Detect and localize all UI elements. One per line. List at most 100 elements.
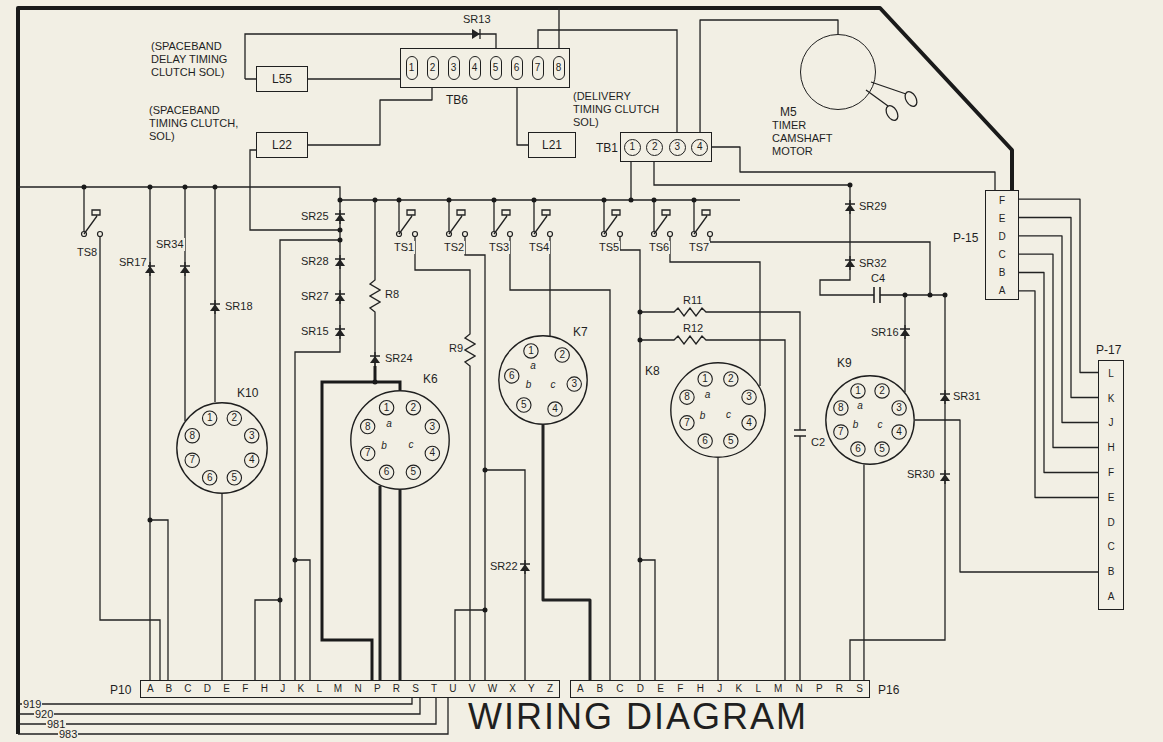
part-label: SR27: [300, 290, 330, 303]
diode-symbol: [335, 290, 345, 304]
pin-number: 4: [891, 425, 907, 439]
part-label: SR24: [384, 352, 414, 365]
relay-outline: [670, 362, 766, 458]
switch-symbol: [602, 208, 623, 238]
part-name: P-15: [952, 231, 979, 245]
pin-ring: [892, 401, 906, 415]
connector-plug: P-15FEDCBA: [985, 190, 1019, 300]
part-name: P-17: [1095, 343, 1122, 357]
pin-number: 8: [679, 390, 695, 404]
part-name: P16: [877, 683, 900, 697]
pin-ring: [834, 425, 848, 439]
terminal-number: 1: [406, 56, 418, 80]
diode-symbol: [900, 325, 910, 339]
connector-plug: P-17LKJHFEDCBA: [1098, 360, 1124, 610]
relay-ring: [351, 391, 449, 489]
relay-ring: [826, 376, 914, 464]
pin-letter: B: [1108, 566, 1115, 577]
terminal-number: 6: [511, 56, 523, 80]
pin-ring: [227, 471, 241, 485]
part-label: TS7: [688, 241, 710, 254]
pin-number: 2: [226, 411, 242, 425]
wire: [1019, 273, 1098, 473]
motor-cam: [884, 104, 901, 123]
pin-ring: [517, 398, 531, 412]
pin-ring: [724, 372, 738, 386]
wire: [379, 486, 382, 680]
terminal-number: 5: [490, 56, 502, 80]
pin-letter: H: [1107, 442, 1114, 453]
resistor-symbol: [465, 330, 475, 370]
wire: [221, 494, 222, 680]
pin-ring: [379, 465, 393, 479]
terminal-number: 2: [427, 56, 439, 80]
device-note: (SPACEBAND DELAY TIMING CLUTCH SOL): [150, 40, 242, 79]
switch-symbol: [447, 208, 468, 238]
pin-ring: [425, 446, 439, 460]
pin-number: 4: [424, 446, 440, 460]
pin-number: 6: [202, 471, 218, 485]
pin-ring: [875, 384, 889, 398]
contact-letter: b: [521, 378, 537, 392]
pin-ring: [742, 416, 756, 430]
wire: [308, 78, 400, 79]
wire: [517, 88, 528, 145]
wire: [915, 420, 1098, 572]
part-name: TB6: [445, 93, 469, 107]
contact-letter: b: [695, 409, 711, 423]
part-label: R8: [384, 288, 400, 301]
diode-symbol: [845, 200, 855, 214]
part-label: R11: [682, 294, 703, 307]
pin-ring: [406, 400, 420, 414]
part-label: SR25: [300, 210, 330, 223]
diode-symbol: [335, 255, 345, 269]
pin-number: 5: [516, 398, 532, 412]
part-name: TB1: [595, 141, 619, 155]
pin-letter: K: [1108, 393, 1115, 404]
connector-strip: P10A B C D E F H J K L M N P R S T U V W…: [140, 680, 560, 698]
part-label: C2: [810, 436, 826, 449]
pin-ring: [524, 344, 538, 358]
pin-number: 3: [741, 390, 757, 404]
pin-number: 5: [874, 442, 890, 456]
pin-ring: [425, 419, 439, 433]
pin-ring: [245, 428, 259, 442]
pin-number: 8: [833, 401, 849, 415]
contact-letter: c: [403, 438, 419, 452]
diode-symbol: [845, 256, 855, 270]
relay-circle: K7123456abc: [498, 335, 588, 425]
relay-ring: [177, 403, 267, 493]
device-note: (DELIVERY TIMING CLUTCH SOL): [572, 90, 670, 129]
pin-number: 3: [244, 429, 260, 443]
pin-number: 7: [184, 453, 200, 467]
resistor-symbol: [670, 308, 710, 316]
terminal-number: 4: [469, 56, 481, 80]
part-name: K7: [572, 325, 589, 339]
part-label: C4: [870, 272, 886, 285]
terminal-number: 3: [669, 139, 686, 156]
terminal-number: 4: [691, 139, 708, 156]
junction-dots: [82, 183, 948, 613]
part-label: TS5: [598, 241, 620, 254]
wire: [863, 465, 864, 680]
pin-number: 6: [850, 442, 866, 456]
part-label: SR31: [952, 390, 982, 403]
pin-number: 4: [244, 453, 260, 467]
terminal-number: 7: [532, 56, 544, 80]
pin-number: 3: [566, 377, 582, 391]
pin-letters: A B C D E F H J K L M N P R S T U V W X …: [141, 681, 559, 696]
pin-ring: [185, 428, 199, 442]
pin-ring: [698, 372, 712, 386]
pin-number: 3: [891, 401, 907, 415]
pin-ring: [724, 434, 738, 448]
resistor-symbol: [670, 336, 710, 344]
switch-symbol: [652, 208, 673, 238]
part-label: SR18: [224, 300, 254, 313]
pin-number: 4: [741, 416, 757, 430]
pin-letter: F: [999, 195, 1005, 206]
diode-symbol: [210, 300, 220, 314]
pin-number: 4: [547, 402, 563, 416]
terminal-number: 3: [448, 56, 460, 80]
pin-number: 5: [723, 434, 739, 448]
device-name: L55: [272, 72, 292, 86]
